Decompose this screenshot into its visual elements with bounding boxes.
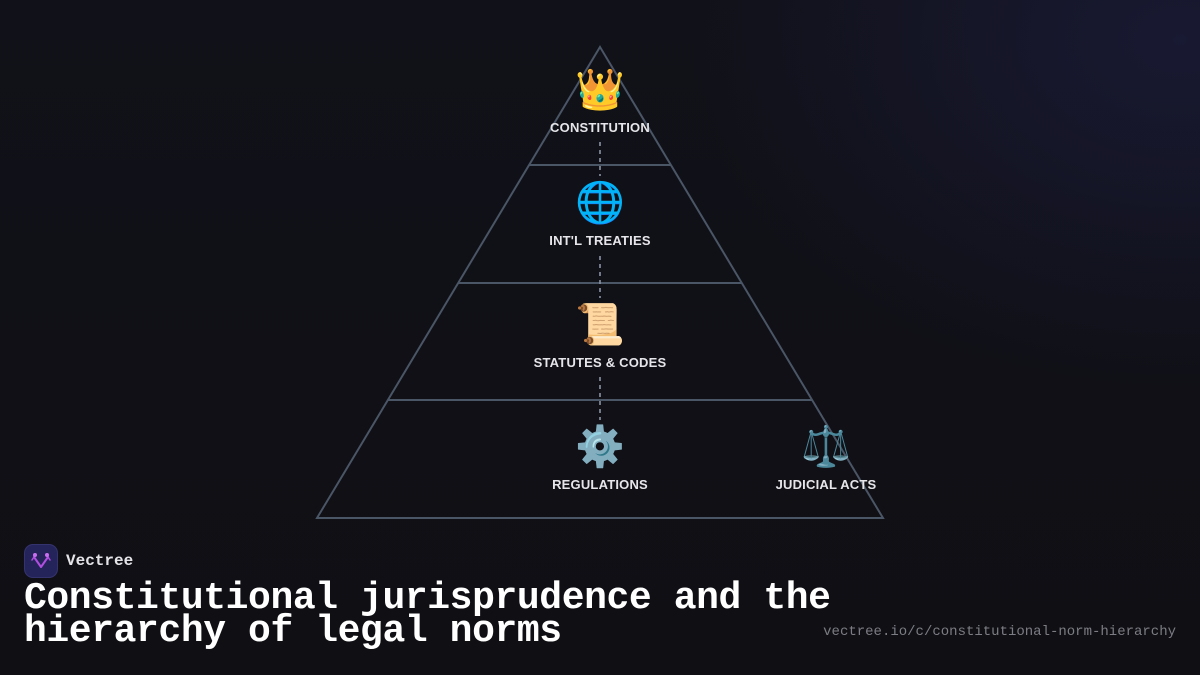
globe-icon: 🌐 <box>575 180 625 226</box>
tier-treaties[interactable]: 🌐 INT'L TREATIES <box>549 181 650 248</box>
tier-label: STATUTES & CODES <box>533 355 667 370</box>
tier-constitution[interactable]: 👑 CONSTITUTION <box>550 68 650 135</box>
crown-icon: 👑 <box>575 67 625 113</box>
scroll-icon: 📜 <box>575 302 625 348</box>
source-url[interactable]: vectree.io/c/constitutional-norm-hierarc… <box>823 624 1176 640</box>
page-title: Constitutional jurisprudence and the hie… <box>24 577 831 653</box>
tier-statutes[interactable]: 📜 STATUTES & CODES <box>534 303 667 370</box>
gear-icon: ⚙️ <box>575 424 625 470</box>
tier-judicial-acts[interactable]: ⚖️ JUDICIAL ACTS <box>776 425 877 492</box>
scales-icon: ⚖️ <box>801 424 851 470</box>
vectree-logo-icon <box>24 544 58 578</box>
brand-name: Vectree <box>66 552 134 570</box>
tier-regulations[interactable]: ⚙️ REGULATIONS <box>552 425 648 492</box>
brand: Vectree <box>24 544 133 578</box>
tier-label: REGULATIONS <box>552 477 648 492</box>
tier-label: CONSTITUTION <box>550 120 650 135</box>
tier-label: INT'L TREATIES <box>549 233 651 248</box>
tier-label: JUDICIAL ACTS <box>775 477 877 492</box>
